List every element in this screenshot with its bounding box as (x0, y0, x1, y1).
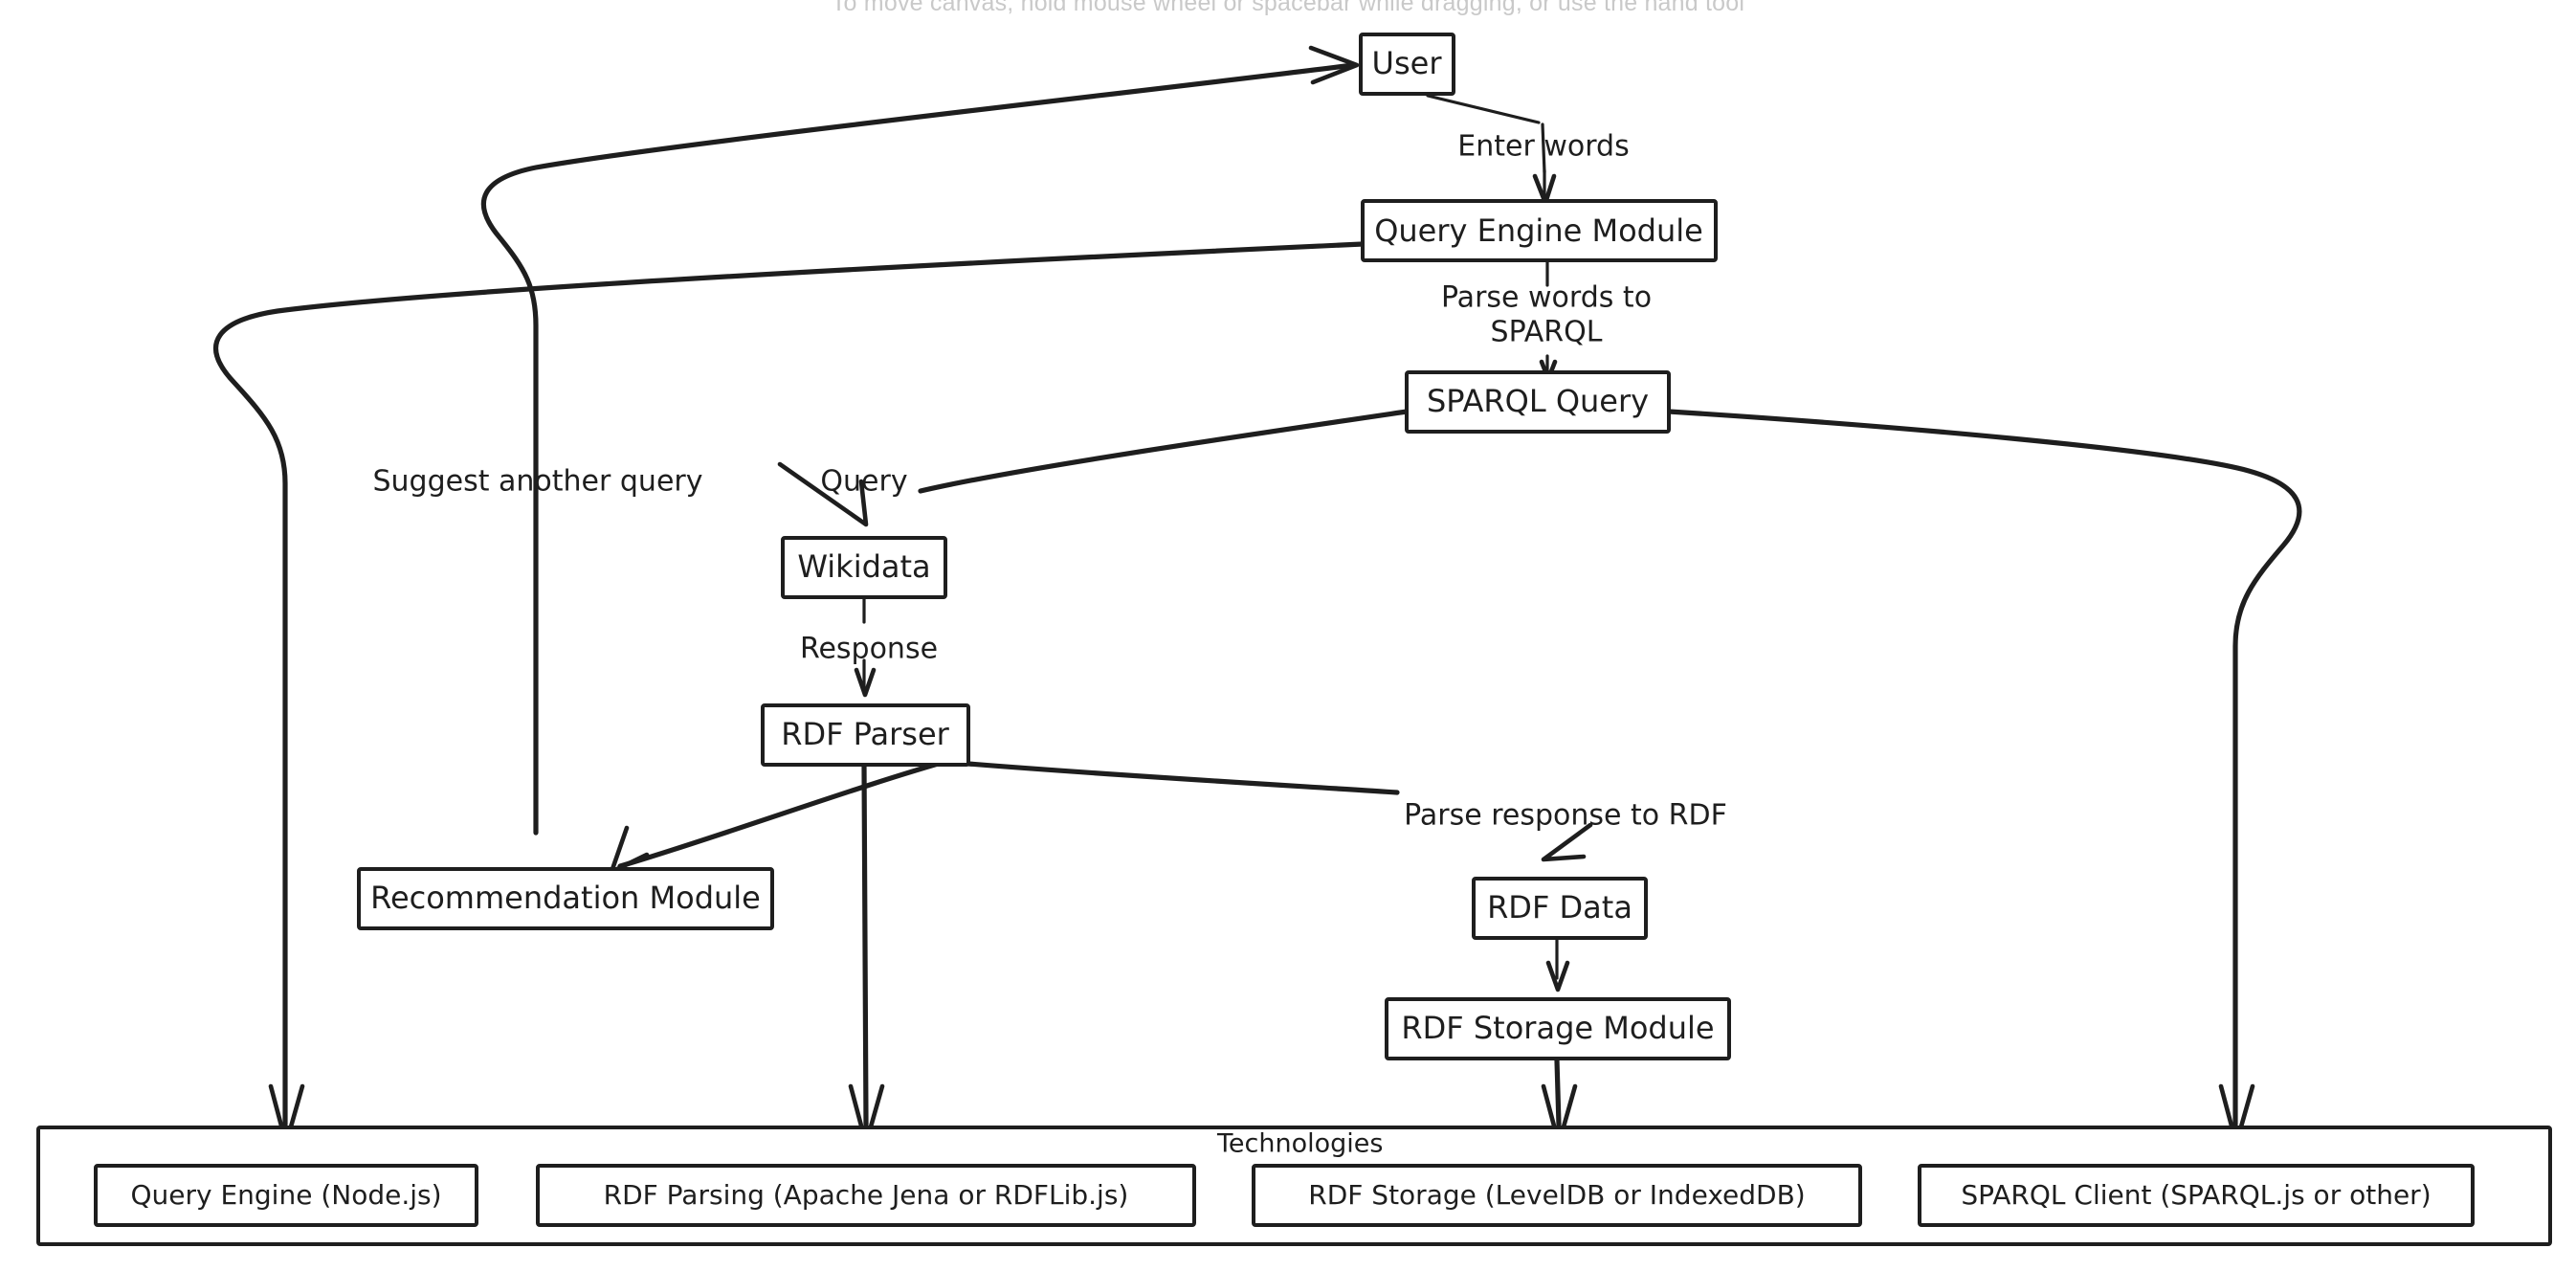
edge-wikidata-to-rdf-parser (854, 595, 877, 698)
tech-box-query-engine[interactable]: Query Engine (Node.js) (94, 1164, 478, 1227)
node-wikidata-label: Wikidata (797, 548, 930, 585)
tech-box-rdf-parsing-label: RDF Parsing (Apache Jena or RDFLib.js) (604, 1179, 1129, 1211)
edge-rdf-parser-to-recommendation-module (609, 756, 958, 875)
technologies-frame[interactable]: Technologies Query Engine (Node.js) RDF … (36, 1126, 2552, 1246)
node-recommendation-module-label: Recommendation Module (370, 880, 761, 916)
tech-box-rdf-parsing[interactable]: RDF Parsing (Apache Jena or RDFLib.js) (536, 1164, 1196, 1227)
edge-rdf-parser-to-rdf-data (966, 761, 1593, 862)
tech-box-rdf-storage[interactable]: RDF Storage (LevelDB or IndexedDB) (1252, 1164, 1862, 1227)
technologies-frame-label: Technologies (1216, 1129, 1383, 1159)
edge-label-suggest-another-query: Suggest another query (373, 465, 703, 499)
edge-label-response: Response (800, 633, 938, 666)
edge-query-engine-module-to-tech-query-engine (213, 241, 1366, 1147)
node-query-engine-module-label: Query Engine Module (1374, 212, 1703, 249)
node-wikidata[interactable]: Wikidata (781, 536, 947, 599)
node-user[interactable]: User (1359, 33, 1455, 96)
edge-rdf-parser-to-tech-rdf-parsing (848, 763, 885, 1147)
node-rdf-data-label: RDF Data (1487, 889, 1632, 925)
node-rdf-parser[interactable]: RDF Parser (761, 703, 970, 767)
node-sparql-query-label: SPARQL Query (1427, 383, 1649, 419)
node-rdf-storage-module[interactable]: RDF Storage Module (1385, 997, 1731, 1060)
edge-label-query: Query (820, 465, 907, 499)
edge-label-parse-words-line2: SPARQL (1491, 316, 1603, 349)
node-user-label: User (1372, 45, 1443, 81)
edge-sparql-query-to-wikidata (777, 409, 1410, 527)
tech-box-sparql-client[interactable]: SPARQL Client (SPARQL.js or other) (1918, 1164, 2475, 1227)
edge-label-parse-response-to-rdf: Parse response to RDF (1404, 799, 1727, 833)
edge-rdf-data-to-rdf-storage-module (1545, 938, 1570, 992)
canvas-pan-hint: To move canvas, hold mouse wheel or spac… (831, 0, 1745, 16)
node-sparql-query[interactable]: SPARQL Query (1405, 370, 1671, 434)
tech-box-sparql-client-label: SPARQL Client (SPARQL.js or other) (1961, 1179, 2431, 1211)
tech-box-query-engine-label: Query Engine (Node.js) (130, 1179, 441, 1211)
node-rdf-storage-module-label: RDF Storage Module (1401, 1010, 1714, 1046)
node-query-engine-module[interactable]: Query Engine Module (1361, 199, 1718, 262)
node-rdf-parser-label: RDF Parser (781, 716, 949, 752)
edge-label-parse-words-line1: Parse words to (1441, 281, 1652, 315)
tech-box-rdf-storage-label: RDF Storage (LevelDB or IndexedDB) (1308, 1179, 1805, 1211)
node-rdf-data[interactable]: RDF Data (1472, 877, 1648, 940)
edge-recommendation-to-user (480, 45, 1360, 836)
node-recommendation-module[interactable]: Recommendation Module (357, 867, 774, 930)
edge-sparql-query-to-tech-sparql-client (1666, 409, 2302, 1147)
edge-label-enter-words: Enter words (1457, 130, 1629, 164)
